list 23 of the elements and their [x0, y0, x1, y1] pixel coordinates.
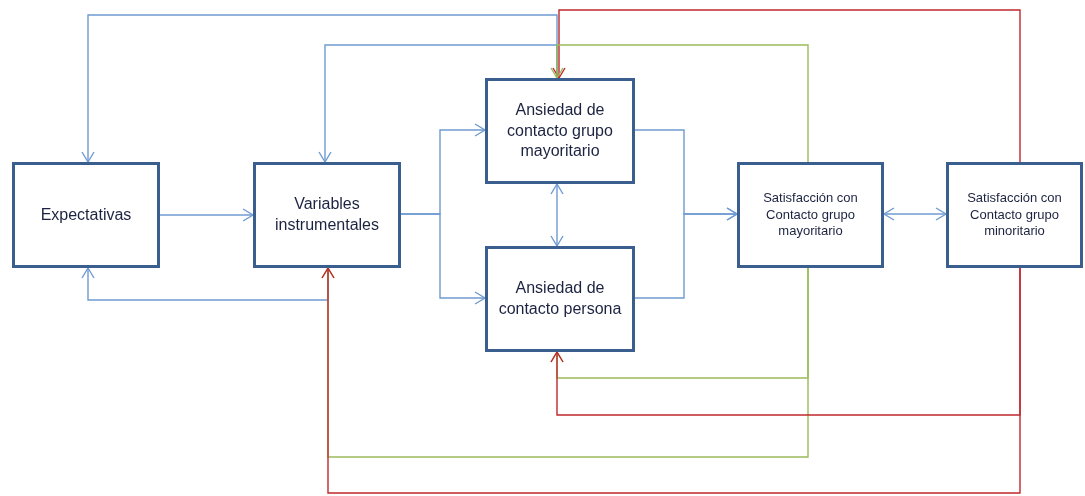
arrow — [321, 267, 1021, 494]
arrow — [550, 183, 564, 247]
arrow — [400, 213, 486, 305]
arrow — [550, 44, 809, 163]
box-label: Ansiedad de contacto grupo mayoritario — [506, 99, 614, 162]
arrow — [318, 44, 558, 163]
arrow — [81, 267, 329, 301]
box-label: Expectativas — [39, 204, 133, 225]
arrow — [552, 9, 1021, 163]
box-label: Satisfacción con Contacto grupo mayoritario — [762, 189, 859, 241]
process-box — [253, 162, 401, 268]
arrow — [634, 207, 738, 299]
box-label: Ansiedad de contacto persona — [497, 278, 623, 319]
box-label: Variables instrumentales — [273, 194, 380, 235]
process-box — [485, 246, 635, 352]
process-box — [737, 162, 884, 268]
process-box — [12, 162, 160, 268]
arrow — [159, 208, 254, 222]
arrow — [81, 14, 558, 163]
process-box — [946, 162, 1083, 268]
box-label: Satisfacción con Contacto grupo minoritario — [966, 189, 1063, 241]
process-box — [485, 78, 635, 184]
arrow — [883, 207, 947, 221]
